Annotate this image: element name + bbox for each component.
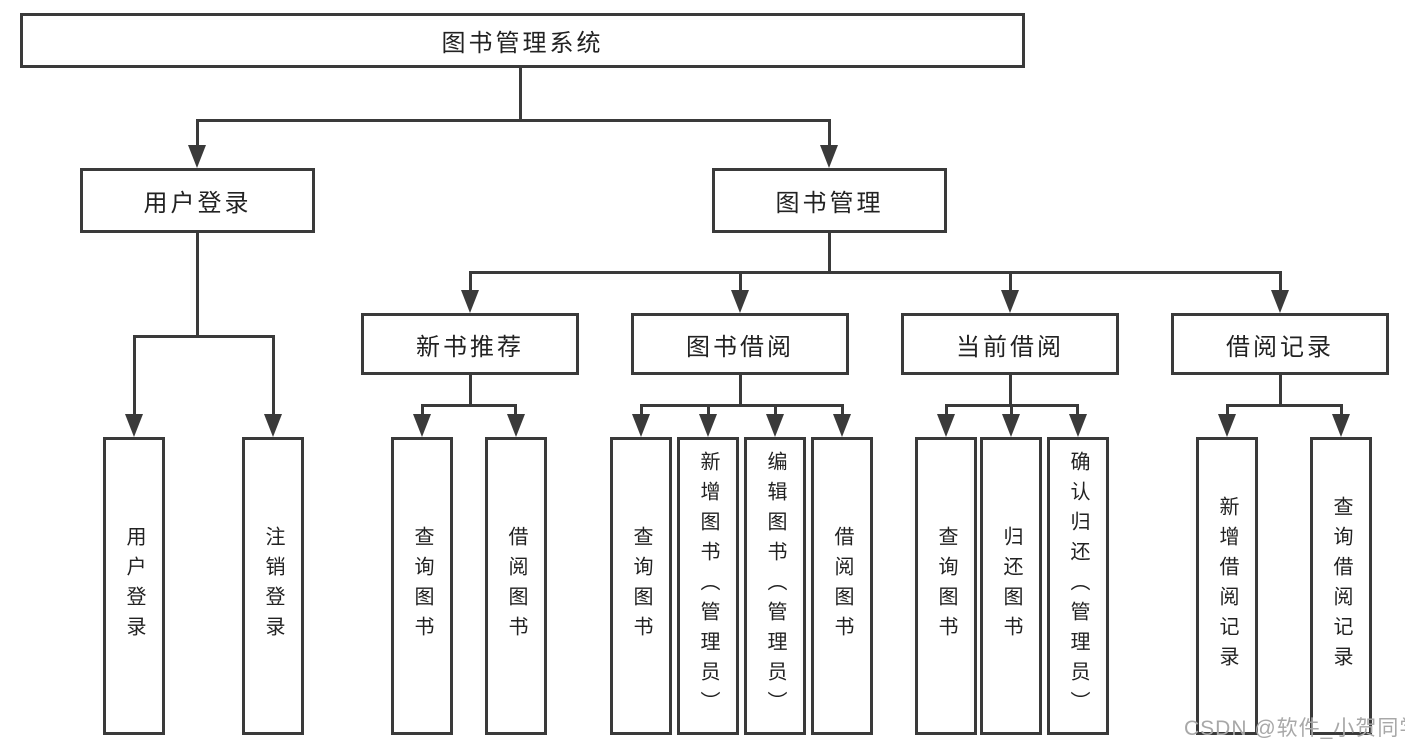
watermark: CSDN @软件_小贺同学 [1184,717,1405,740]
connector-line [1009,271,1012,297]
leaf-add-books-admin: 新增图书（管理员） [677,437,739,735]
node-book-borrow: 图书借阅 [631,313,849,375]
connector-line [828,233,831,274]
connector-line [1279,271,1282,297]
leaf-user-login: 用户登录 [103,437,165,735]
connector-line [1010,404,1013,418]
connector-line [133,335,275,338]
arrow-down-icon [1332,414,1350,437]
connector-line [421,404,517,407]
leaf-query-books: 查询图书 [391,437,453,735]
arrow-down-icon [1271,290,1289,313]
connector-line [640,404,643,418]
arrow-down-icon [820,145,838,168]
leaf-query-books: 查询图书 [915,437,977,735]
connector-line [945,404,948,418]
node-new-book-recommend: 新书推荐 [361,313,579,375]
connector-line [739,271,742,297]
connector-line [774,404,777,418]
connector-line [1279,375,1282,407]
connector-line [841,404,844,418]
leaf-logout: 注销登录 [242,437,304,735]
leaf-query-books: 查询图书 [610,437,672,735]
connector-line [640,404,844,407]
connector-line [196,119,199,151]
node-borrow-records: 借阅记录 [1171,313,1389,375]
connector-line [514,404,517,418]
arrow-down-icon [507,414,525,437]
arrow-down-icon [461,290,479,313]
leaf-edit-books-admin: 编辑图书（管理员） [744,437,806,735]
connector-line [1340,404,1343,418]
leaf-add-borrow-record: 新增借阅记录 [1196,437,1258,735]
connector-line [196,119,831,122]
connector-line [519,68,522,122]
connector-line [739,375,742,407]
connector-line [133,335,136,419]
node-current-borrow: 当前借阅 [901,313,1119,375]
arrow-down-icon [1002,414,1020,437]
arrow-down-icon [833,414,851,437]
arrow-down-icon [937,414,955,437]
arrow-down-icon [1218,414,1236,437]
arrow-down-icon [125,414,143,437]
arrow-down-icon [188,145,206,168]
leaf-confirm-return-admin: 确认归还（管理员） [1047,437,1109,735]
leaf-query-borrow-record: 查询借阅记录 [1310,437,1372,735]
arrow-down-icon [264,414,282,437]
connector-line [196,233,199,338]
connector-line [1226,404,1343,407]
connector-line [469,271,472,297]
node-book-management: 图书管理 [712,168,947,233]
node-user-login: 用户登录 [80,168,315,233]
node-library-management-system: 图书管理系统 [20,13,1025,68]
arrow-down-icon [632,414,650,437]
connector-line [1009,375,1012,407]
connector-line [469,271,1282,274]
connector-line [1226,404,1229,418]
arrow-down-icon [1001,290,1019,313]
connector-line [707,404,710,418]
leaf-return-books: 归还图书 [980,437,1042,735]
connector-line [421,404,424,418]
connector-line [272,335,275,419]
connector-line [469,375,472,407]
connector-line [828,119,831,151]
arrow-down-icon [766,414,784,437]
arrow-down-icon [1069,414,1087,437]
arrow-down-icon [413,414,431,437]
arrow-down-icon [731,290,749,313]
arrow-down-icon [699,414,717,437]
connector-line [1076,404,1079,418]
leaf-borrow-books: 借阅图书 [485,437,547,735]
leaf-borrow-books: 借阅图书 [811,437,873,735]
